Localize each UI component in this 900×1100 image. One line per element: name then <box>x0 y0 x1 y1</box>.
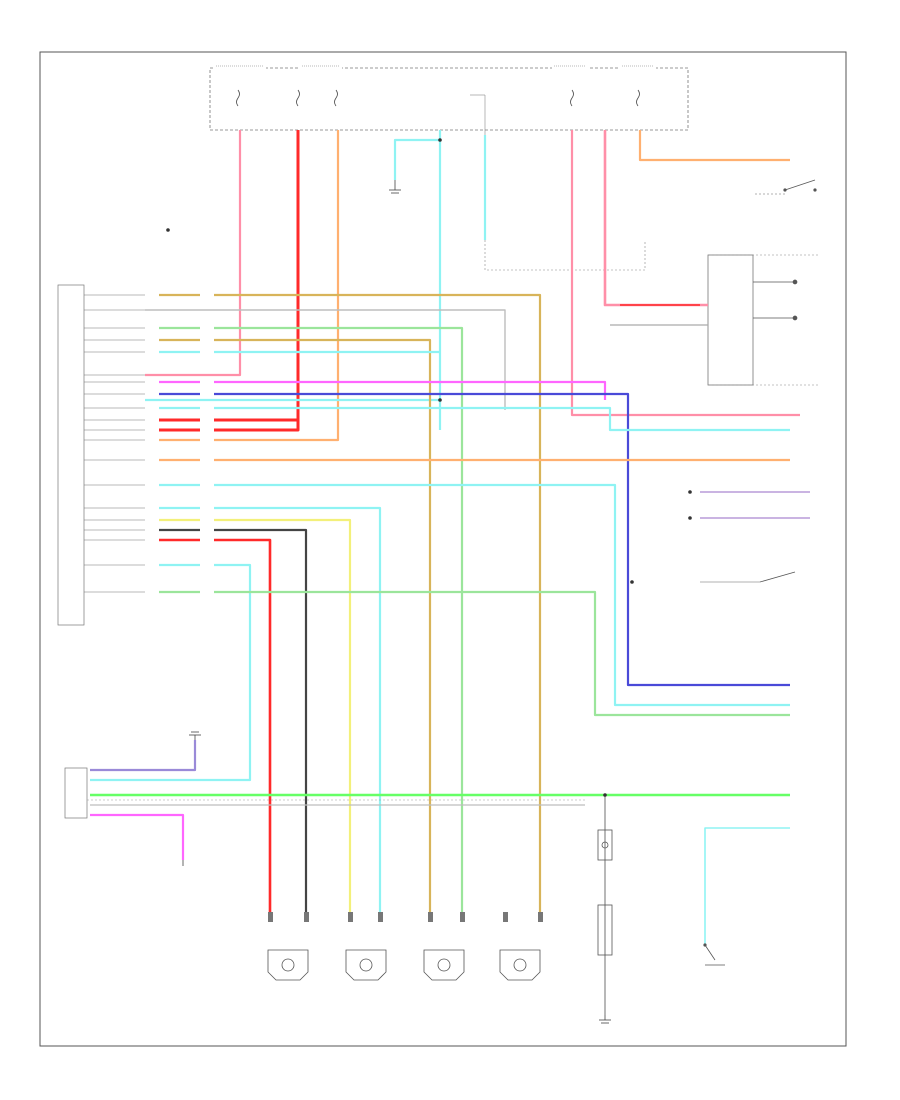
wires <box>90 130 800 1015</box>
wheel-speed-sensor-left-front <box>345 949 387 981</box>
wire-lightgreen-1 <box>145 326 464 920</box>
diagram-border <box>39 51 847 1047</box>
ebcm-pin-ticks <box>84 294 145 593</box>
sensor-connectors <box>268 912 543 922</box>
fuse-block <box>209 67 689 131</box>
wire-red-low <box>145 538 272 920</box>
wire-tan <box>145 293 542 920</box>
wire-tan-2 <box>145 338 432 920</box>
wire-lightblue-park <box>704 827 790 945</box>
ground-symbol-upper <box>389 180 401 194</box>
cluster-indicators <box>753 279 798 321</box>
wire-black <box>145 528 308 920</box>
wire-blue <box>145 392 790 687</box>
wheel-speed-sensor-left-rear <box>267 949 309 981</box>
wire-orange-brake <box>638 130 790 162</box>
wire-red-top <box>145 130 300 432</box>
ebcm-connector <box>57 284 85 626</box>
wheel-speed-sensor-right-front <box>423 949 465 981</box>
wire-pink-right <box>570 130 800 417</box>
instrument-cluster-box <box>707 254 754 386</box>
ground-symbols <box>182 731 611 1024</box>
wire-red-top-2 <box>145 130 300 422</box>
wire-lightblue-6 <box>145 506 382 920</box>
wheel-speed-sensors <box>267 949 541 981</box>
wire-lightgreen-2 <box>145 590 790 717</box>
splice-dots <box>166 138 692 797</box>
wheel-speed-sensor-right-rear <box>499 949 541 981</box>
wire-tags <box>145 292 214 595</box>
wire-lightblue-top <box>393 130 442 180</box>
wire-yellow <box>145 518 352 920</box>
brake-switch <box>755 179 817 195</box>
fuse-symbols <box>236 89 640 107</box>
wire-pink-left <box>145 130 242 377</box>
fuse-block-labels <box>214 62 656 70</box>
wire-lightblue-7 <box>90 563 252 782</box>
wire-grey-1 <box>145 309 506 410</box>
wire-lightblue-5 <box>145 483 790 707</box>
right-stubs <box>700 491 810 583</box>
wire-purple <box>90 740 197 772</box>
wire-pink-cluster <box>603 130 708 307</box>
fluid-level-switch <box>597 829 613 956</box>
wire-magenta-dlc <box>90 813 185 860</box>
dlc-connector <box>64 767 88 819</box>
park-brake-switch <box>703 943 725 966</box>
wire-lightblue-3 <box>145 406 790 432</box>
relay-box <box>470 94 646 271</box>
